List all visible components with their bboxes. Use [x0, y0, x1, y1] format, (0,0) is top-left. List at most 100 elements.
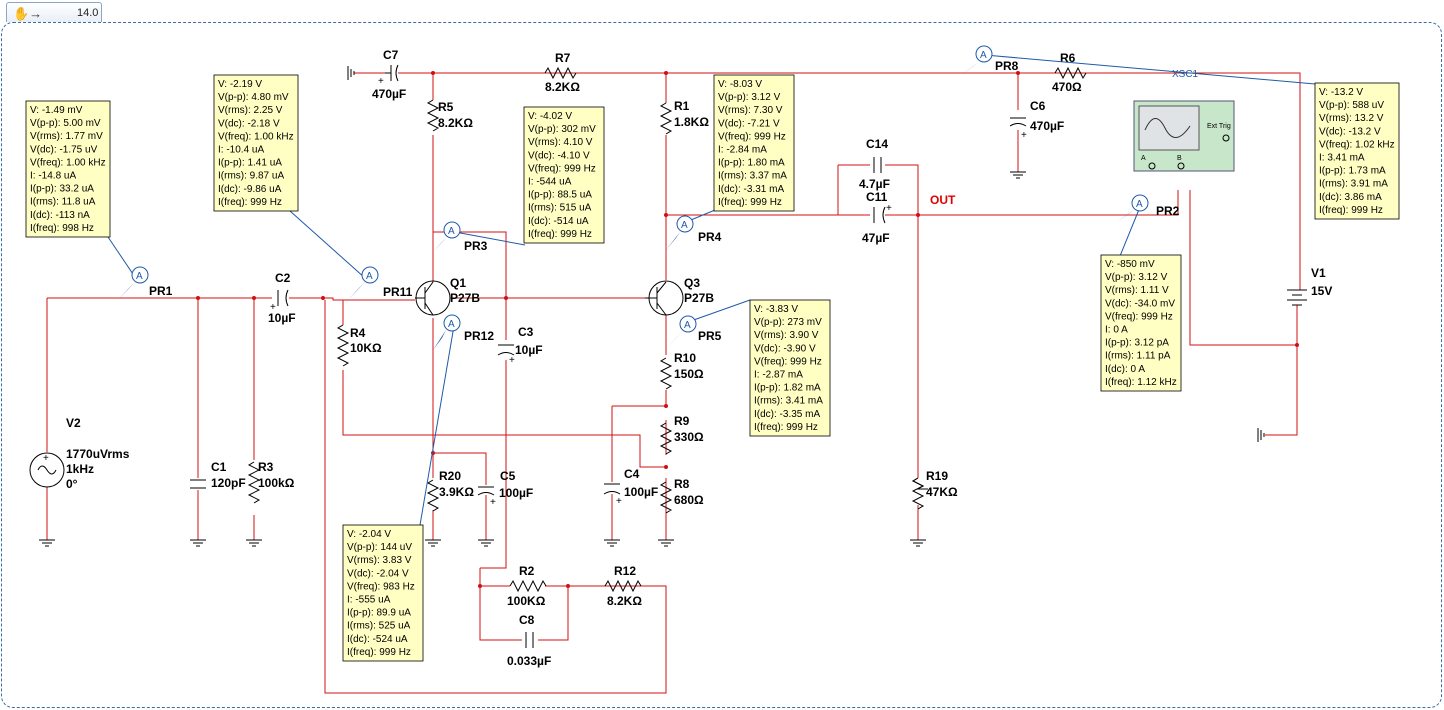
probe-pr4-icon[interactable]: A [666, 215, 694, 250]
probe-pr12-reading: I: -555 uA [347, 595, 391, 606]
capacitor-c5[interactable]: + C5 100µF [477, 469, 533, 547]
probe-pr1-icon[interactable]: A [118, 266, 149, 300]
resistor-r9[interactable]: R9 330Ω [659, 414, 704, 455]
resistor-r4[interactable]: R4 10KΩ [336, 324, 382, 367]
probe-pr12-icon[interactable]: A [433, 314, 461, 350]
capacitor-c6[interactable]: C6 470µF + [1009, 99, 1064, 179]
probe-box-pr11[interactable] [213, 74, 299, 212]
probe-pr11-reading: V(freq): 1.00 kHz [218, 131, 294, 142]
probe-box-pr5[interactable] [749, 299, 831, 437]
probe-pr5-reading: I(dc): -3.35 mA [754, 409, 820, 420]
ground-icon [658, 539, 674, 547]
svg-text:A: A [448, 226, 455, 237]
q3-label: Q3 [684, 276, 700, 290]
schematic-sheet[interactable] [1, 22, 1442, 708]
resistor-r8[interactable]: R8 680Ω [658, 477, 704, 547]
probe-box-pr4[interactable] [713, 74, 795, 212]
resistor-r3[interactable]: R3 100kΩ [246, 460, 295, 547]
sheet-tab[interactable]: ✋→ 14.0 [6, 2, 102, 22]
c4-value: 100µF [624, 485, 658, 499]
capacitor-c14[interactable]: C14 4.7µF [859, 137, 890, 191]
probe-box-pr2[interactable] [1100, 254, 1182, 392]
probe-pr2-reading: V(dc): -34.0 mV [1105, 298, 1175, 309]
probe-box-pr1[interactable] [25, 100, 111, 238]
probe-box-pr12[interactable] [342, 524, 424, 662]
probe-pr3-reading: I(freq): 999 Hz [528, 229, 592, 240]
probe-pr2-reading: V: -850 mV [1105, 259, 1155, 270]
capacitor-c4[interactable]: + C4 100µF [603, 467, 658, 547]
probe-pr4-reading: V(p-p): 3.12 V [718, 92, 781, 103]
r8-label: R8 [674, 477, 690, 491]
transistor-q1[interactable]: Q1 P27B [415, 276, 480, 316]
q3-value: P27B [684, 291, 714, 305]
r3-label: R3 [258, 460, 274, 474]
probe-pr4-reading: V(dc): -7.21 V [718, 118, 780, 129]
probe-pr8-reading: I(p-p): 1.73 mA [1319, 166, 1386, 177]
pr4-label: PR4 [698, 230, 722, 244]
c2-value: 10µF [268, 311, 296, 325]
probe-pr11-icon[interactable]: A [348, 266, 379, 300]
probe-pr11-reading: V: -2.19 V [218, 79, 262, 90]
ground-icon [347, 66, 355, 80]
probe-pr5-reading: V(freq): 999 Hz [754, 356, 822, 367]
r9-label: R9 [674, 414, 690, 428]
probe-pr2-reading: I(freq): 1.12 kHz [1105, 377, 1177, 388]
capacitor-c7[interactable]: C7 470µF + [372, 48, 406, 101]
v1-value: 15V [1311, 284, 1332, 298]
ac-source-v2[interactable]: + V2 1770uVrms 1kHz 0° [29, 416, 130, 547]
c11-value: 47µF [862, 231, 890, 245]
capacitor-c8[interactable]: C8 0.033µF [507, 613, 551, 668]
probe-pr2-reading: V(p-p): 3.12 V [1105, 272, 1168, 283]
probe-pr4-reading: I(rms): 3.37 mA [718, 171, 787, 182]
c8-value: 0.033µF [507, 654, 551, 668]
probe-pr8-reading: I(rms): 3.91 mA [1319, 179, 1388, 190]
probe-pr8-reading: I(freq): 999 Hz [1319, 205, 1383, 216]
capacitor-c1[interactable]: C1 120pF [190, 460, 246, 547]
c1-label: C1 [211, 460, 227, 474]
probe-pr3-icon[interactable]: A [433, 221, 461, 252]
probe-pr12-reading: V(dc): -2.04 V [347, 568, 409, 579]
out-net-label: OUT [930, 193, 956, 207]
probe-pr11-reading: I: -10.4 uA [218, 145, 264, 156]
probe-pr5-reading: V(rms): 3.90 V [754, 330, 819, 341]
resistor-r12[interactable]: R12 8.2KΩ [604, 564, 642, 608]
c5-value: 100µF [499, 486, 533, 500]
oscilloscope-xsc1[interactable]: Ext Trig A B [1133, 100, 1235, 172]
r2-value: 100KΩ [507, 594, 546, 608]
svg-text:+: + [270, 302, 276, 313]
capacitor-c2[interactable]: + C2 10µF [268, 271, 296, 325]
pan-tool-icon[interactable]: ✋→ [13, 6, 43, 21]
c11-label: C11 [866, 190, 888, 204]
resistor-r5[interactable]: R5 8.2KΩ [426, 99, 473, 132]
resistor-r20[interactable]: R20 3.9KΩ [425, 469, 474, 547]
probe-pr8-icon[interactable]: A [960, 45, 993, 76]
probe-box-pr3[interactable] [523, 106, 605, 244]
probe-pr5-icon[interactable]: A [666, 315, 697, 350]
capacitor-c3[interactable]: + C3 10µF [497, 325, 543, 366]
probe-pr3-reading: V(p-p): 302 mV [528, 124, 596, 135]
resistor-r1[interactable]: R1 1.8KΩ [659, 99, 709, 135]
r19-label: R19 [926, 469, 948, 483]
probe-pr8-reading: V(rms): 13.2 V [1319, 113, 1384, 124]
probe-pr3-reading: V(freq): 999 Hz [528, 163, 596, 174]
c3-label: C3 [518, 325, 534, 339]
svg-text:A: A [980, 50, 987, 61]
probe-pr5-reading: I(p-p): 1.82 mA [754, 383, 821, 394]
probe-pr5-reading: I(rms): 3.41 mA [754, 396, 823, 407]
probe-pr2-reading: I(dc): 0 A [1105, 364, 1145, 375]
dc-source-v1[interactable]: V1 15V [1257, 266, 1332, 442]
resistor-r2[interactable]: R2 100KΩ [507, 564, 547, 608]
resistor-r19[interactable]: R19 47KΩ [910, 469, 958, 547]
probe-pr2-icon[interactable]: A [1117, 194, 1149, 222]
ground-icon [1257, 428, 1265, 442]
probe-pr5-reading: V(p-p): 273 mV [754, 317, 822, 328]
resistor-r10[interactable]: R10 150Ω [659, 351, 704, 390]
probe-pr8-reading: I(dc): 3.86 mA [1319, 192, 1382, 203]
transistor-q3[interactable]: Q3 P27B [645, 276, 714, 316]
r9-value: 330Ω [674, 430, 704, 444]
svg-text:A: A [684, 320, 691, 331]
resistor-r7[interactable]: R7 8.2KΩ [544, 51, 580, 94]
capacitor-c11[interactable]: + C11 47µF [862, 190, 892, 245]
probe-box-pr8[interactable] [1314, 82, 1400, 220]
